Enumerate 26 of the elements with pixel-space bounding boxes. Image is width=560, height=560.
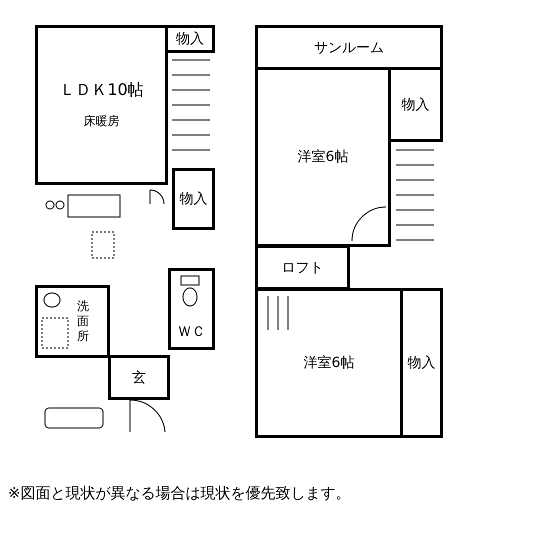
room-label: 物入 xyxy=(402,96,430,114)
room-label: 物入 xyxy=(408,354,436,372)
room xyxy=(108,355,170,400)
room-label: 床暖房 xyxy=(84,113,120,130)
room xyxy=(172,168,215,230)
room-label: ロフト xyxy=(282,258,324,276)
room-label: サンルーム xyxy=(314,38,384,56)
room xyxy=(255,288,403,438)
room xyxy=(255,67,391,247)
room xyxy=(168,268,215,350)
note-text: ※図面と現状が異なる場合は現状を優先致します。 xyxy=(8,484,351,503)
room-label: 玄 xyxy=(132,368,146,386)
room xyxy=(35,285,110,358)
room xyxy=(255,25,443,70)
room xyxy=(255,245,350,290)
room-label: 洋室6帖 xyxy=(298,148,348,166)
room-label: 洗面所 xyxy=(77,299,90,344)
room-label: ＷＣ xyxy=(178,323,206,341)
room-label: 物入 xyxy=(176,30,204,48)
room xyxy=(165,25,215,53)
room-label: 洋室6帖 xyxy=(304,354,354,372)
room xyxy=(388,67,443,142)
room-label: 物入 xyxy=(180,190,208,208)
room-label: ＬＤＫ10帖 xyxy=(59,80,144,101)
room xyxy=(400,288,443,438)
room xyxy=(35,25,168,185)
